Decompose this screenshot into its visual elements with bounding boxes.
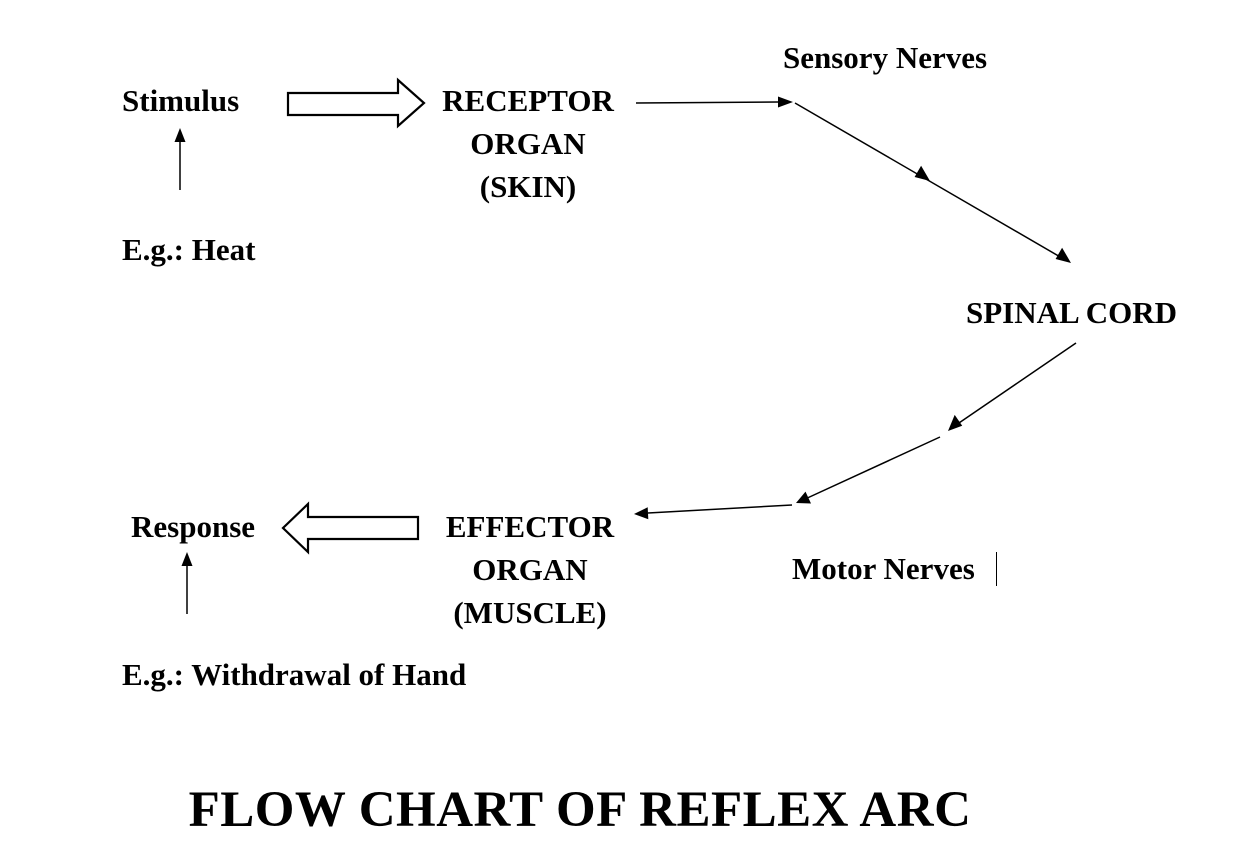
receptor-organ-label: RECEPTOR ORGAN (SKIN) (430, 79, 626, 208)
arrow-sensory-to-spinal-cord (794, 102, 1071, 263)
effector-line-3: (MUSCLE) (453, 595, 607, 630)
block-arrow-effector-to-response (281, 501, 420, 555)
arrow-receptor-to-sensory-nerves (635, 96, 793, 108)
spinal-cord-label: SPINAL CORD (966, 295, 1178, 330)
receptor-line-3: (SKIN) (479, 169, 577, 204)
stimulus-example-label: E.g.: Heat (122, 232, 256, 267)
arrow-spinal-cord-to-motor-nerves (796, 342, 1077, 504)
response-example-label: E.g.: Withdrawal of Hand (122, 657, 467, 692)
effector-line-1: EFFECTOR (445, 509, 615, 544)
response-label: Response (131, 509, 256, 544)
block-arrow-stimulus-to-receptor (286, 77, 426, 129)
effector-organ-label: EFFECTOR ORGAN (MUSCLE) (422, 505, 638, 634)
motor-nerves-label: Motor Nerves (792, 551, 975, 586)
arrow-motor-nerves-to-effector (634, 504, 793, 520)
receptor-line-1: RECEPTOR (442, 83, 614, 118)
arrow-example-to-response (181, 552, 193, 614)
receptor-line-2: ORGAN (470, 126, 586, 161)
effector-line-2: ORGAN (472, 552, 588, 587)
arrow-example-to-stimulus (174, 128, 186, 190)
stimulus-label: Stimulus (122, 83, 240, 118)
diagram-title: FLOW CHART OF REFLEX ARC (188, 782, 972, 838)
sensory-nerves-label: Sensory Nerves (783, 40, 988, 75)
text-cursor (996, 552, 997, 586)
